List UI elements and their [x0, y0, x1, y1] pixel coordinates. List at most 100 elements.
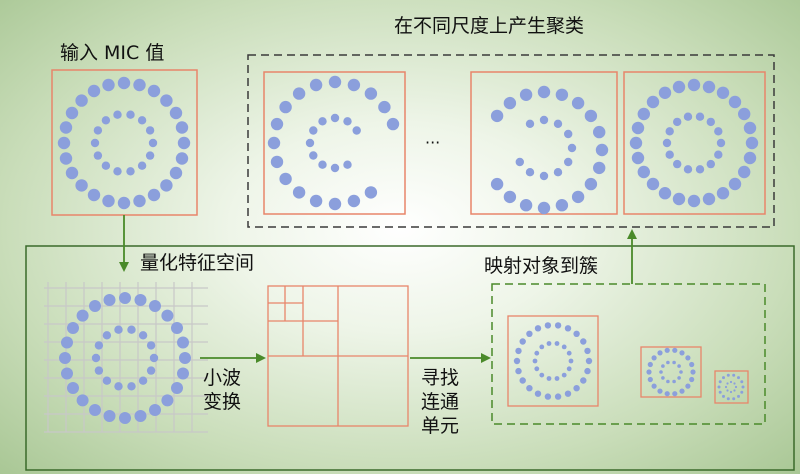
map-large-inner-dot: [566, 350, 572, 356]
cluster2-inner-dot: [525, 168, 535, 177]
input-outer-dot: [59, 121, 73, 134]
map-large-outer-dot: [573, 330, 580, 337]
map-medium-outer-dot: [685, 383, 691, 389]
quantize-inner-dot: [94, 341, 104, 350]
map-large-outer-dot: [534, 325, 542, 332]
quantize-outer-dot: [119, 292, 131, 304]
input-outer-dot: [175, 152, 189, 165]
cluster1-outer-dot: [347, 78, 361, 92]
cluster3-inner-dot: [683, 165, 693, 174]
map-medium-outer-dot: [664, 347, 670, 353]
cluster3-outer-dot: [646, 177, 660, 191]
map-large-outer-dot: [585, 357, 593, 365]
cluster1-outer-dot: [364, 87, 378, 100]
input-inner-dot: [145, 126, 155, 135]
cluster-dots: [57, 75, 759, 424]
map-large-inner-dot: [561, 344, 567, 350]
map-medium-outer-dot: [672, 391, 678, 397]
input-box: [51, 69, 198, 216]
input-outer-dot: [133, 78, 146, 92]
map-medium-inner-dot: [661, 364, 665, 368]
map-large-outer-dot: [534, 390, 542, 397]
cluster3-outer-dot: [743, 151, 757, 165]
cluster1-outer-dot: [292, 87, 306, 100]
quantize-inner-dot: [102, 331, 112, 340]
cluster1-inner-dot: [343, 160, 352, 169]
input-outer-dot: [102, 78, 115, 92]
input-outer-dot: [169, 166, 183, 180]
cluster1-outer-dot: [309, 78, 323, 92]
map-small-outer-dot: [737, 394, 740, 398]
map-large-outer-dot: [526, 385, 533, 392]
map-large-outer-dot: [573, 385, 580, 392]
map-small-inner-dot: [733, 382, 736, 385]
map-small-outer-dot: [722, 376, 725, 380]
quantize-outer-dot: [149, 404, 161, 416]
cluster3-outer-dot: [672, 80, 686, 94]
quantize-inner-dot: [127, 382, 136, 391]
map-large-inner-dot: [532, 358, 538, 364]
cluster3-inner-dot: [683, 112, 693, 121]
map-small-outer-dot: [737, 376, 740, 380]
cluster1-outer-dot: [292, 186, 306, 199]
cluster3-inner-dot: [706, 117, 715, 127]
input-inner-dot: [145, 151, 155, 160]
wavelet-label-line2: 变换: [203, 390, 242, 413]
input-inner-dot: [101, 116, 111, 125]
cluster3-outer-dot: [716, 86, 730, 100]
map-medium-inner-dot: [672, 379, 676, 384]
cluster1-outer-dot: [328, 197, 342, 211]
input-outer-dot: [147, 188, 161, 202]
input-label: 输入 MIC 值: [60, 42, 165, 64]
input-outer-dot: [57, 136, 71, 150]
input-outer-dot: [102, 194, 115, 208]
map-small-outer-dot: [726, 373, 730, 377]
input-outer-dot: [175, 121, 189, 134]
cluster2-outer-dot: [571, 190, 585, 204]
wavelet-label-line1: 小波: [203, 367, 242, 389]
map-large-outer-dot: [544, 322, 552, 329]
cluster3-outer-dot: [687, 78, 701, 92]
cluster2-outer-dot: [593, 125, 606, 139]
cluster2-outer-dot: [490, 177, 504, 191]
cluster1-outer-dot: [328, 75, 342, 89]
map-panel: [491, 283, 766, 425]
input-outer-dot: [65, 106, 79, 120]
map-medium-inner-dot: [679, 370, 683, 374]
cluster2-outer-dot: [537, 85, 551, 99]
cluster1-inner-dot: [318, 117, 327, 126]
wavelet-label: 小波 变换: [203, 367, 241, 415]
cluster3-outer-dot: [702, 80, 716, 94]
map-small-outer-dot: [740, 390, 744, 394]
cluster2-inner-dot: [567, 143, 577, 153]
cluster2-outer-dot: [519, 199, 533, 212]
quantize-outer-dot: [76, 394, 89, 407]
cluster2-outer-dot: [519, 88, 533, 102]
map-label: 映射对象到簇: [484, 255, 599, 277]
map-small-outer-dot: [718, 390, 722, 394]
quantize-outer-dot: [103, 294, 116, 306]
quantize-inner-dot: [138, 331, 148, 340]
quantize-inner-dot: [94, 366, 104, 375]
map-medium-inner-dot: [666, 360, 670, 365]
cluster2-outer-dot: [537, 201, 551, 215]
map-box-large: [507, 315, 599, 407]
quantize-inner-dot: [149, 353, 159, 363]
map-box-medium: [640, 346, 702, 398]
quantize-outer-dot: [149, 300, 161, 312]
map-small-outer-dot: [732, 397, 736, 401]
cluster3-inner-dot: [673, 159, 682, 169]
map-large-inner-dot: [534, 366, 540, 372]
map-medium-outer-dot: [647, 376, 653, 383]
quantize-outer-dot: [171, 322, 183, 334]
quantize-inner-dot: [146, 366, 156, 375]
map-large-inner-dot: [534, 350, 540, 356]
cluster2-inner-dot: [525, 119, 535, 128]
input-outer-dot: [177, 136, 191, 150]
map-large-outer-dot: [519, 338, 526, 345]
cluster3-inner-dot: [716, 138, 726, 148]
cluster2-outer-dot: [584, 177, 598, 191]
map-small-outer-dot: [732, 373, 736, 377]
input-inner-dot: [137, 116, 147, 125]
quantize-outer-dot: [177, 367, 189, 380]
